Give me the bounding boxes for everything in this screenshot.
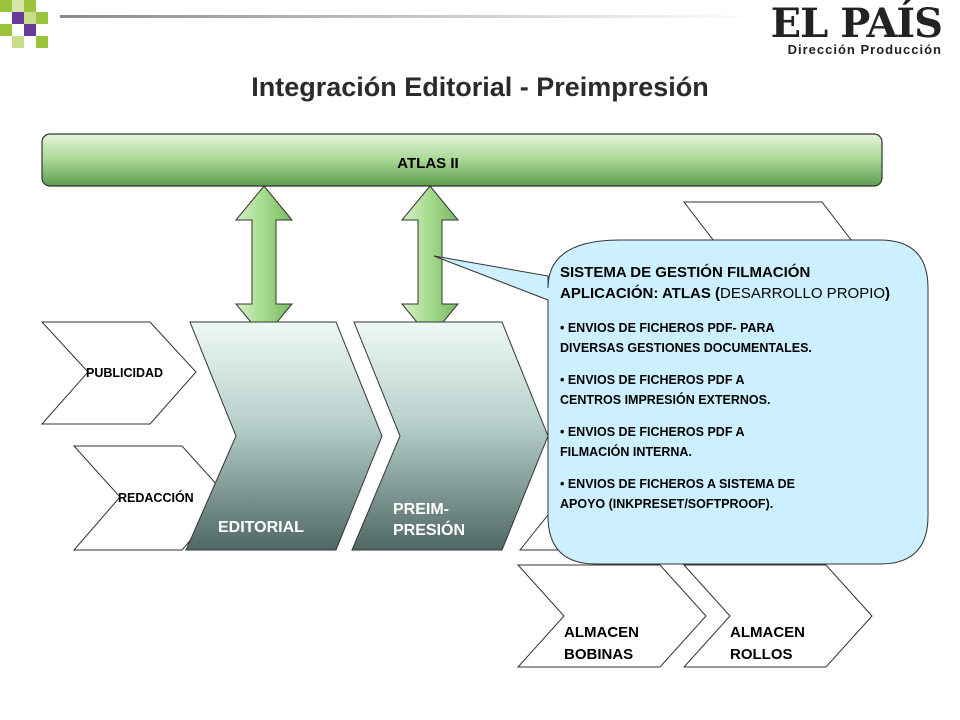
- stage-preimpresion: [351, 321, 549, 551]
- input-chevron-publicidad: [40, 321, 197, 425]
- brand-logo: EL PAÍS Dirección Producción: [770, 0, 943, 58]
- deco-square: [0, 0, 12, 12]
- callout-heading: SISTEMA DE GESTIÓN FILMACIÓN APLICACIÓN:…: [560, 262, 895, 304]
- callout-content: SISTEMA DE GESTIÓN FILMACIÓN APLICACIÓN:…: [560, 262, 895, 526]
- deco-square: [24, 0, 36, 12]
- stage-label-preimpresion-1: PREIM-: [393, 501, 449, 518]
- callout-heading-normal: DESARROLLO PROPIO: [719, 285, 886, 302]
- callout-heading-close: ): [885, 285, 891, 302]
- header-line: [60, 15, 760, 18]
- storage-label-bobinas-2: BOBINAS: [564, 646, 633, 663]
- storage-label-bobinas-1: ALMACEN: [564, 624, 639, 641]
- deco-square: [36, 12, 48, 24]
- page-title: Integración Editorial - Preimpresión: [251, 72, 709, 102]
- callout-bullet: • ENVIOS DE FICHEROS A SISTEMA DE APOYO …: [560, 477, 795, 511]
- callout-bubble: [433, 239, 929, 565]
- stage-editorial: [185, 321, 383, 551]
- callout-bullet: • ENVIOS DE FICHEROS PDF A FILMACIÓN INT…: [560, 425, 745, 459]
- callout-bullet: • ENVIOS DE FICHEROS PDF- PARA DIVERSAS …: [560, 321, 812, 355]
- stage-label-editorial: EDITORIAL: [218, 519, 304, 536]
- atlas-bar-label: ATLAS II: [397, 155, 458, 172]
- logo-wordmark: EL PAÍS: [770, 0, 943, 47]
- atlas-bar: [41, 133, 883, 187]
- stage-label-preimpresion-2: PRESIÓN: [393, 520, 465, 539]
- deco-square: [36, 36, 48, 48]
- deco-square: [12, 12, 24, 24]
- deco-square: [24, 24, 36, 36]
- input-label-publicidad: PUBLICIDAD: [86, 366, 163, 380]
- deco-square: [12, 0, 24, 12]
- storage-chevron-bobinas: [516, 564, 707, 668]
- deco-square: [0, 24, 12, 36]
- deco-square: [24, 12, 36, 24]
- callout-bullet-list: • ENVIOS DE FICHEROS PDF- PARA DIVERSAS …: [560, 318, 895, 514]
- callout-bullet: • ENVIOS DE FICHEROS PDF A CENTROS IMPRE…: [560, 373, 771, 407]
- deco-square: [12, 36, 24, 48]
- input-chevron-redaccion: [72, 445, 229, 551]
- logo-subtitle: Dirección Producción: [787, 42, 942, 57]
- input-label-redaccion: REDACCIÓN: [118, 490, 194, 505]
- header-decoration: [0, 0, 760, 48]
- callout-heading-line2: APLICACIÓN: ATLAS (: [560, 285, 720, 302]
- storage-label-rollos-2: ROLLOS: [730, 646, 793, 663]
- callout-heading-line1: SISTEMA DE GESTIÓN FILMACIÓN: [560, 264, 811, 281]
- storage-label-rollos-1: ALMACEN: [730, 624, 805, 641]
- storage-chevron-rollos: [682, 564, 873, 668]
- double-arrow-editorial: [234, 185, 294, 339]
